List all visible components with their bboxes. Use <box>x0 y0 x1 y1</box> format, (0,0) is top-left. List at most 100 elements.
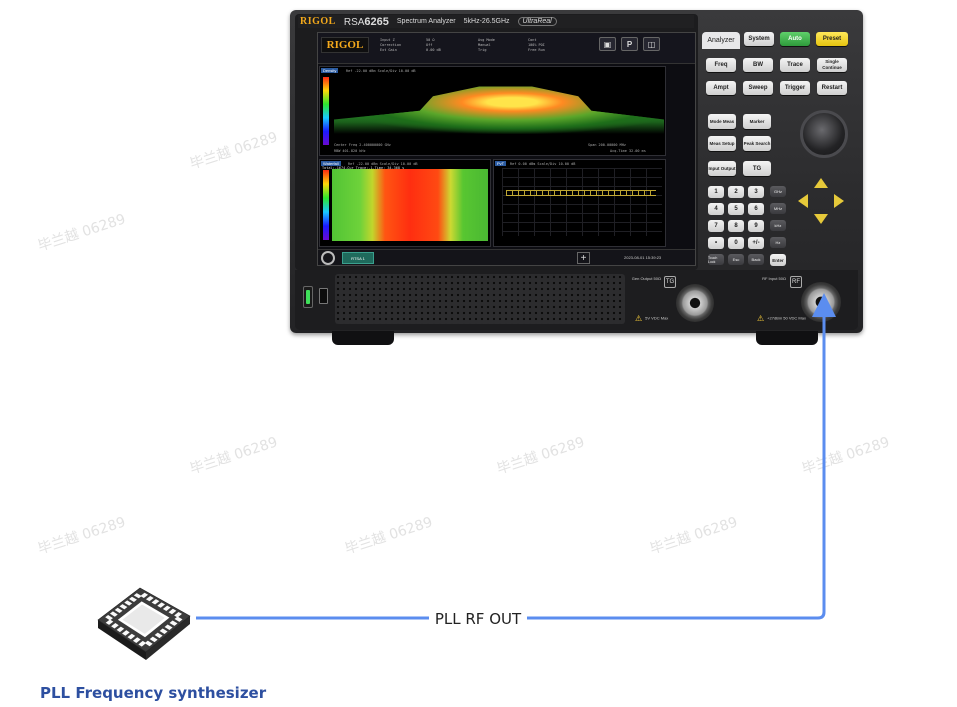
add-window-button[interactable]: + <box>577 252 590 264</box>
chip-pin <box>133 593 142 599</box>
rotary-knob[interactable] <box>800 110 848 158</box>
waterfall-display <box>332 169 488 241</box>
chip-pin <box>111 623 119 629</box>
span: Span 200.00000 MHz <box>588 143 626 147</box>
waterfall-info: Total:-1674,Cur Trace:-1,Time: 34.368 s <box>322 166 405 170</box>
arrow-up-icon[interactable] <box>814 178 828 188</box>
pll-chip-image <box>97 587 191 660</box>
chip-pin <box>124 600 133 606</box>
back-key[interactable]: Back <box>748 254 764 265</box>
power-button[interactable] <box>303 286 313 308</box>
pvt-pane[interactable]: PvT Ref 0.00 dBm Scale/Div 10.00 dB <box>493 159 666 247</box>
chip-pin <box>174 616 183 622</box>
chip-pin <box>132 637 141 643</box>
num-key-5[interactable]: 5 <box>728 203 744 215</box>
front-lower-panel: Gen Output 50Ω TG 5V VDC Max RF Input 50… <box>295 270 858 330</box>
single-continue-button[interactable]: Single Continue <box>817 58 847 72</box>
usb-port[interactable] <box>319 288 328 304</box>
esc-key[interactable]: Esc <box>728 254 744 265</box>
watermark: 毕兰越 06289 <box>648 514 740 558</box>
chip-pin <box>138 640 147 647</box>
print-icon[interactable]: P <box>621 37 638 51</box>
num-key-2[interactable]: 2 <box>728 186 744 198</box>
unit-key-ghz[interactable]: GHz <box>770 186 786 197</box>
sweep-button[interactable]: Sweep <box>743 81 773 95</box>
preset-button[interactable]: Preset <box>816 32 848 46</box>
freq-button[interactable]: Freq <box>706 58 736 72</box>
mode-meas-button[interactable]: Mode Meas <box>708 114 736 129</box>
frequency-range: 5kHz-26.5GHz <box>463 18 510 25</box>
rf-input-warning: +27dBm 50 VDC Max <box>757 314 806 323</box>
chip-caption: PLL Frequency synthesizer <box>40 684 267 702</box>
trace-button[interactable]: Trace <box>780 58 810 72</box>
marker-button[interactable]: Marker <box>743 114 771 129</box>
arrow-down-icon[interactable] <box>814 214 828 224</box>
ampt-button[interactable]: Ampt <box>706 81 736 95</box>
screen-footer: RTSA 1 + 2023-08-01 15:39:23 <box>318 249 695 265</box>
model-prefix: RSA <box>343 16 365 28</box>
acq-time: Acq.Time 32.00 ms <box>610 149 646 153</box>
gear-icon[interactable] <box>321 251 335 265</box>
chip-pin <box>109 611 118 617</box>
num-key-9[interactable]: 9 <box>748 220 764 232</box>
chip-pin <box>127 633 136 640</box>
num-key-0[interactable]: 0 <box>728 237 744 249</box>
input-output-button[interactable]: Input Output <box>708 161 736 176</box>
enter-key[interactable]: Enter <box>770 254 786 266</box>
peak-search-button[interactable]: Peak Search <box>743 136 771 151</box>
num-key-sign[interactable]: +/- <box>748 237 764 249</box>
num-key-1[interactable]: 1 <box>708 186 724 198</box>
analyzer-tab[interactable]: Analyzer <box>702 32 740 49</box>
num-key-4[interactable]: 4 <box>708 203 724 215</box>
unit-key-hz[interactable]: Hz <box>770 237 786 248</box>
restart-button[interactable]: Restart <box>817 81 847 95</box>
chip-pin <box>151 599 160 605</box>
arrow-left-icon[interactable] <box>798 194 808 208</box>
num-key-3[interactable]: 3 <box>748 186 764 198</box>
direction-pad[interactable] <box>796 176 846 226</box>
chip-pin <box>169 620 178 626</box>
waterfall-pane[interactable]: Waterfall Ref -22.00 dBm Scale/Div 10.00… <box>319 159 491 247</box>
arrow-right-icon[interactable] <box>834 194 844 208</box>
num-key-6[interactable]: 6 <box>748 203 764 215</box>
chip-pin <box>149 636 158 643</box>
trigger-button[interactable]: Trigger <box>780 81 810 95</box>
chip-pin <box>119 604 128 610</box>
rtsa-tab[interactable]: RTSA 1 <box>342 252 374 264</box>
rf-input-connector[interactable] <box>801 282 841 322</box>
center-freq: Center Freq 2.400000000 GHz <box>334 143 391 147</box>
screenshot-icon[interactable]: ▣ <box>599 37 616 51</box>
watermark: 毕兰越 06289 <box>36 211 128 255</box>
chip-pin <box>174 611 182 618</box>
num-key-dot[interactable]: • <box>708 237 724 249</box>
gen-output-connector[interactable] <box>676 284 714 322</box>
density-pane[interactable]: Density Ref -22.00 dBm Scale/Div 10.00 d… <box>319 66 666 156</box>
unit-key-khz[interactable]: kHz <box>770 220 786 231</box>
system-button[interactable]: System <box>744 32 774 46</box>
chip-pin <box>129 596 137 602</box>
instrument-top-bar: RIGOL RSA6265 Spectrum Analyzer 5kHz-26.… <box>298 15 694 28</box>
unit-key-mhz[interactable]: MHz <box>770 203 786 214</box>
touch-lock-key[interactable]: Touch Lock <box>708 254 724 265</box>
screen-logo: RIGOL <box>321 37 369 53</box>
pvt-tag: PvT <box>495 161 507 166</box>
watermark: 毕兰越 06289 <box>188 129 280 173</box>
instrument-foot-left <box>332 331 394 345</box>
rf-input-label: RF Input 50Ω <box>762 276 786 281</box>
num-key-7[interactable]: 7 <box>708 220 724 232</box>
density-colorbar <box>323 77 329 145</box>
bw-button[interactable]: BW <box>743 58 773 72</box>
camera-icon[interactable]: ◫ <box>643 37 660 51</box>
density-spectrum <box>334 86 664 134</box>
auto-button[interactable]: Auto <box>780 32 810 46</box>
tg-button[interactable]: TG <box>743 161 771 176</box>
chip-pin <box>145 595 154 602</box>
meas-setup-button[interactable]: Meas Setup <box>708 136 736 151</box>
rf-badge: RF <box>790 276 802 288</box>
chip-pin <box>159 628 168 635</box>
num-key-8[interactable]: 8 <box>728 220 744 232</box>
